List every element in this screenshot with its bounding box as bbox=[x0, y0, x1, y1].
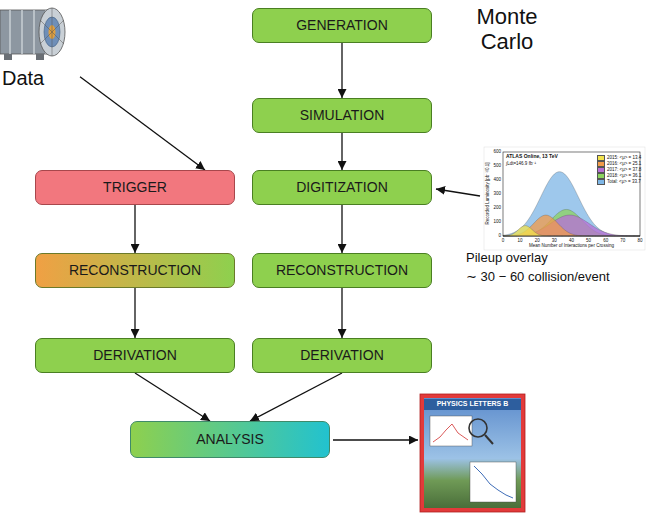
box-label: GENERATION bbox=[296, 17, 388, 34]
box-label: SIMULATION bbox=[300, 107, 385, 124]
box-label: RECONSTRUCTION bbox=[69, 262, 201, 279]
detector-spoke bbox=[40, 20, 64, 44]
pileup-distribution bbox=[503, 215, 640, 236]
flow-arrow bbox=[341, 205, 342, 253]
tick-label: 300 bbox=[487, 191, 501, 196]
chart-curves bbox=[503, 172, 640, 236]
flow-arrow bbox=[341, 43, 342, 98]
tick-label: 100 bbox=[487, 219, 501, 224]
process-box: GENERATION bbox=[252, 8, 432, 43]
flow-arrow bbox=[134, 205, 135, 253]
tick-label: 600 bbox=[487, 149, 501, 154]
cover-inset bbox=[470, 462, 516, 502]
tick-label: 400 bbox=[487, 177, 501, 182]
detector-spoke bbox=[40, 20, 64, 44]
detector-ring bbox=[9, 10, 11, 54]
publish-arrow bbox=[333, 439, 418, 440]
box-label: ANALYSIS bbox=[196, 431, 263, 448]
legend-text: 2016: <μ> = 25.1 bbox=[607, 162, 641, 167]
process-box: ANALYSIS bbox=[130, 421, 330, 458]
detector-ring bbox=[33, 10, 35, 54]
chart-annotation: ∫Ldt=146.9 fb⁻¹ bbox=[506, 161, 536, 166]
cover-frame bbox=[420, 394, 525, 512]
box-label: DIGITIZATION bbox=[296, 179, 388, 196]
tick-label: 200 bbox=[487, 205, 501, 210]
pileup-distribution bbox=[503, 172, 640, 236]
pileup-distribution bbox=[503, 209, 640, 236]
flow-arrow bbox=[80, 77, 205, 170]
tick-label: 0 bbox=[497, 238, 509, 243]
process-box: SIMULATION bbox=[252, 98, 432, 133]
flow-arrow bbox=[250, 373, 342, 421]
detector-foot bbox=[36, 54, 44, 60]
cover-magnifier bbox=[469, 419, 487, 437]
tick-label: 10 bbox=[514, 238, 526, 243]
atlas-detector bbox=[0, 8, 65, 60]
data-source: Data bbox=[2, 2, 80, 90]
flow-arrow bbox=[135, 373, 210, 421]
box-label: Data bbox=[2, 66, 44, 90]
cover-magnifier-handle bbox=[485, 435, 493, 444]
legend-text: Total: <μ> = 33.7 bbox=[607, 180, 641, 185]
box-label: TRIGGER bbox=[103, 179, 167, 196]
tick-label: 40 bbox=[566, 238, 578, 243]
tick-label: 500 bbox=[487, 163, 501, 168]
pileup-distribution bbox=[503, 215, 640, 236]
cover-title-band bbox=[424, 399, 521, 410]
chart-background bbox=[484, 147, 645, 250]
legend-entry: Total: <μ> = 33.7 bbox=[597, 179, 641, 185]
process-box: DERIVATION bbox=[252, 338, 432, 373]
tick-label: 60 bbox=[600, 238, 612, 243]
annotation: Pileup overlay bbox=[466, 251, 548, 266]
process-box: TRIGGER bbox=[35, 170, 235, 205]
box-label: RECONSTRUCTION bbox=[276, 262, 408, 279]
legend-text: 2015: <μ> = 13.4 bbox=[607, 156, 641, 161]
flow-arrow bbox=[341, 288, 342, 338]
process-box: RECONSTRUCTION bbox=[252, 253, 432, 288]
flow-arrow bbox=[341, 133, 342, 170]
detector-endcap bbox=[39, 8, 65, 56]
flow-arrow bbox=[134, 288, 135, 338]
cover-inset bbox=[430, 416, 472, 446]
tick-label: 80 bbox=[634, 238, 646, 243]
cover-plot-line bbox=[474, 466, 513, 498]
tick-label: 70 bbox=[617, 238, 629, 243]
cover-plot-line bbox=[433, 424, 468, 442]
journal-cover bbox=[420, 394, 525, 512]
tick-label: 50 bbox=[583, 238, 595, 243]
legend-swatch bbox=[597, 179, 605, 185]
journal-title: PHYSICS LETTERS B bbox=[424, 400, 521, 408]
section-title: Monte Carlo bbox=[460, 4, 554, 55]
axis-title: Mean Number of Interactions per Crossing bbox=[503, 243, 640, 248]
box-label: DERIVATION bbox=[300, 347, 384, 364]
tick-label: 20 bbox=[531, 238, 543, 243]
process-box: RECONSTRUCTION bbox=[35, 253, 235, 288]
pileup-chart bbox=[484, 147, 645, 250]
pileup-arrow bbox=[436, 189, 480, 196]
axis-title: Recorded Luminosity [pb⁻¹/0.1] bbox=[485, 154, 490, 234]
box-label: DERIVATION bbox=[93, 347, 177, 364]
legend-text: 2017: <μ> = 37.8 bbox=[607, 168, 641, 173]
detector-ring bbox=[21, 10, 23, 54]
pileup-distribution bbox=[503, 226, 640, 236]
annotation: ∼ 30 − 60 collision/event bbox=[466, 270, 610, 285]
process-box: DERIVATION bbox=[35, 338, 235, 373]
detector-foot bbox=[4, 54, 12, 60]
cover-image bbox=[424, 398, 521, 508]
tick-label: 30 bbox=[548, 238, 560, 243]
tick-label: 0 bbox=[487, 233, 501, 238]
chart-title: ATLAS Online, 13 TeV bbox=[506, 154, 558, 160]
process-box: DIGITIZATION bbox=[252, 170, 432, 205]
legend-text: 2018: <μ> = 36.1 bbox=[607, 174, 641, 179]
